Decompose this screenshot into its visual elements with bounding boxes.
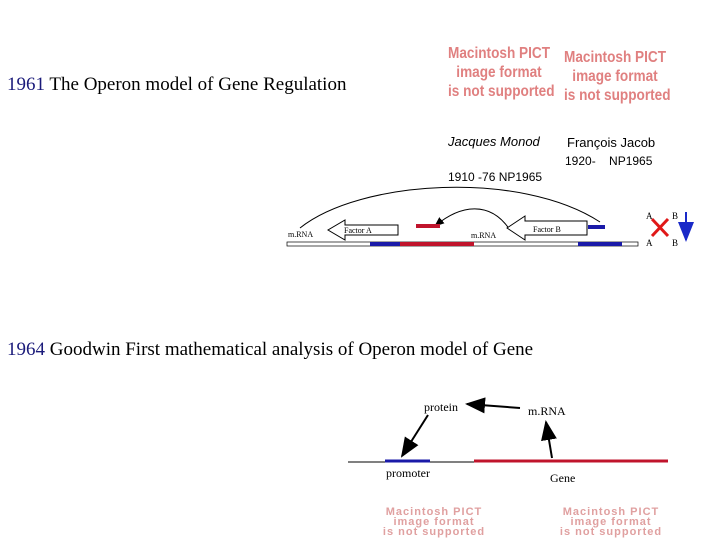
operon-model-heading: 1961 The Operon model of Gene Regulation [7, 74, 346, 96]
feedback-arc-short [434, 208, 511, 231]
heading-title-1964: Goodwin First mathematical analysis of O… [45, 339, 534, 360]
goodwin-mrna-label: m.RNA [528, 404, 566, 418]
goodwin-heading: 1964 Goodwin First mathematical analysis… [7, 339, 533, 361]
heading-year-1964: 1964 [7, 339, 45, 360]
jacob-name: François Jacob [567, 135, 656, 150]
pict-placeholder-jacob: Macintosh PICT image format is not suppo… [564, 49, 671, 104]
label-b-top: B [672, 211, 679, 221]
protein-label: protein [424, 400, 458, 414]
factor-b-arrow [506, 215, 588, 241]
monod-dates: 1910 -76 NP1965 [448, 170, 543, 184]
pict-placeholder-bottom-right: Macintosh PICT image format is not suppo… [559, 506, 663, 538]
factor-a-arrow [327, 219, 399, 241]
mrna-to-protein-arrow [465, 397, 521, 414]
heading-year-1961: 1961 [7, 74, 45, 95]
mrna-label-right: m.RNA [471, 231, 497, 240]
monod-name: Jacques Monod [448, 134, 540, 149]
factor-a-label: Factor A [344, 226, 372, 235]
pict-placeholder-bottom-left: Macintosh PICT image format is not suppo… [382, 506, 486, 538]
jacob-dates: 1920- NP1965 [565, 154, 653, 168]
feedback-arc-long [299, 186, 601, 229]
mrna-label-left: m.RNA [288, 230, 314, 239]
label-a-top: A [646, 211, 653, 221]
gene-label: Gene [550, 471, 576, 485]
cross-line-2 [650, 217, 670, 238]
factor-b-label: Factor B [533, 225, 561, 234]
promoter-label: promoter [386, 466, 430, 480]
protein-to-promoter-arrow [400, 414, 429, 458]
pict-placeholder-monod: Macintosh PICT image format is not suppo… [448, 45, 555, 100]
label-b-bottom: B [672, 238, 679, 248]
label-a-bottom: A [646, 238, 653, 248]
gene-to-mrna-arrow [541, 420, 557, 459]
heading-title-1961: The Operon model of Gene Regulation [45, 74, 347, 95]
